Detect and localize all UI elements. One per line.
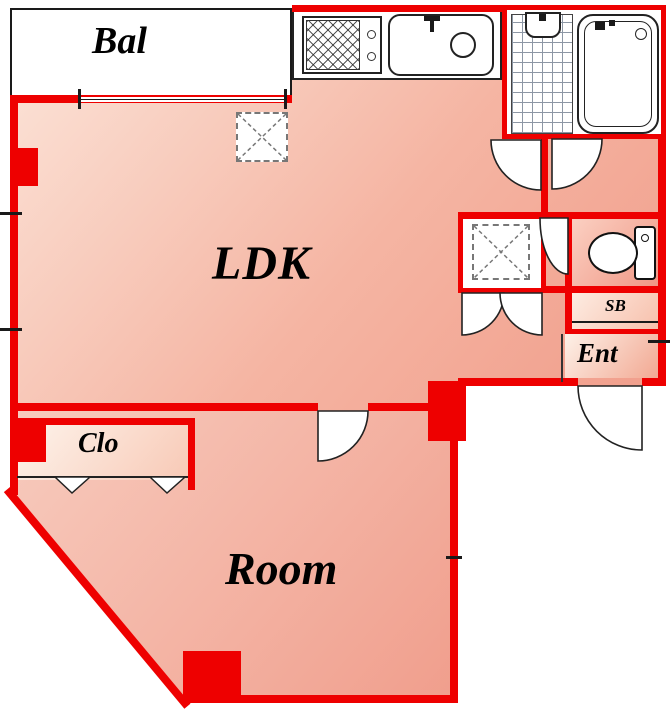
toilet-icon [586,224,658,282]
wall-room-right [450,386,458,703]
stove-icon [302,16,382,74]
bedroom-label: Room [225,543,338,594]
shoe-box-shelf-line [572,321,658,323]
stove-knob [367,52,376,61]
pillar-hatch-icon [236,112,288,162]
toilet-flush-button [641,234,649,242]
wall-service-bottom [546,286,666,293]
door-arc-icon [551,138,603,190]
wall-tick [78,89,81,109]
bathroom-unit [502,5,666,139]
wall-closet-top [10,418,195,425]
door-arc-icon [490,139,542,191]
shoe-box-label: SB [605,296,626,315]
pillar-x [238,114,286,160]
sink-icon [388,14,494,76]
toilet-bowl [588,232,638,274]
entrance-floor [565,334,658,378]
wall-tick [0,328,22,331]
wall-sb-bottom [565,329,666,334]
entrance-step-line [561,334,563,382]
window-glass-line [80,98,286,100]
pipe-space-icon [472,224,530,280]
pillar-block [10,148,38,186]
entrance-door-arc-icon [577,385,643,451]
wall-hall-divider [541,139,548,212]
sink-drain [450,32,476,58]
bathtub-drain [635,28,647,40]
pillar-block [428,381,466,441]
wall-service-top [458,212,666,219]
faucet-stem [430,20,434,32]
wall-hall-bottom [458,378,578,386]
entrance-label: Ent [577,338,618,368]
wall-ldk-room-left [10,403,318,411]
balcony-label: Bal [92,20,147,62]
wall-tick [0,212,22,215]
faucet-icon [424,16,440,21]
door-arc-icon [539,217,569,275]
pillar-block [10,418,46,462]
double-door-arc-icon [461,292,543,336]
washbasin-faucet-icon [539,14,546,21]
stove-knob [367,30,376,39]
bathtub-faucet-icon [595,22,605,30]
wall-right-outer [658,139,666,386]
kitchen-counter [292,10,502,80]
wall-left-outer [10,95,18,495]
wall-tick [446,556,462,559]
wall-ldk-room-right [368,403,458,411]
wall-tick [648,340,670,343]
shoe-box-floor [572,293,658,329]
pillar-block [183,651,241,703]
wall-entrance-bottom [642,378,666,386]
closet-label: Clo [78,428,119,459]
bathtub-faucet-icon [609,20,615,26]
balcony-area [10,8,292,96]
wall-room-bottom [183,695,458,703]
door-arc-icon [317,410,369,462]
wall-tick [284,89,287,109]
bathtub-icon [577,14,659,134]
wall-closet-right [188,418,195,490]
ldk-label: LDK [212,237,311,290]
wall-kitchen-top [292,5,506,12]
hanger-icon [17,476,188,495]
bathtub-inner [584,21,652,127]
stove-grill-hatch [306,20,360,70]
pipe-space-x [474,226,528,278]
